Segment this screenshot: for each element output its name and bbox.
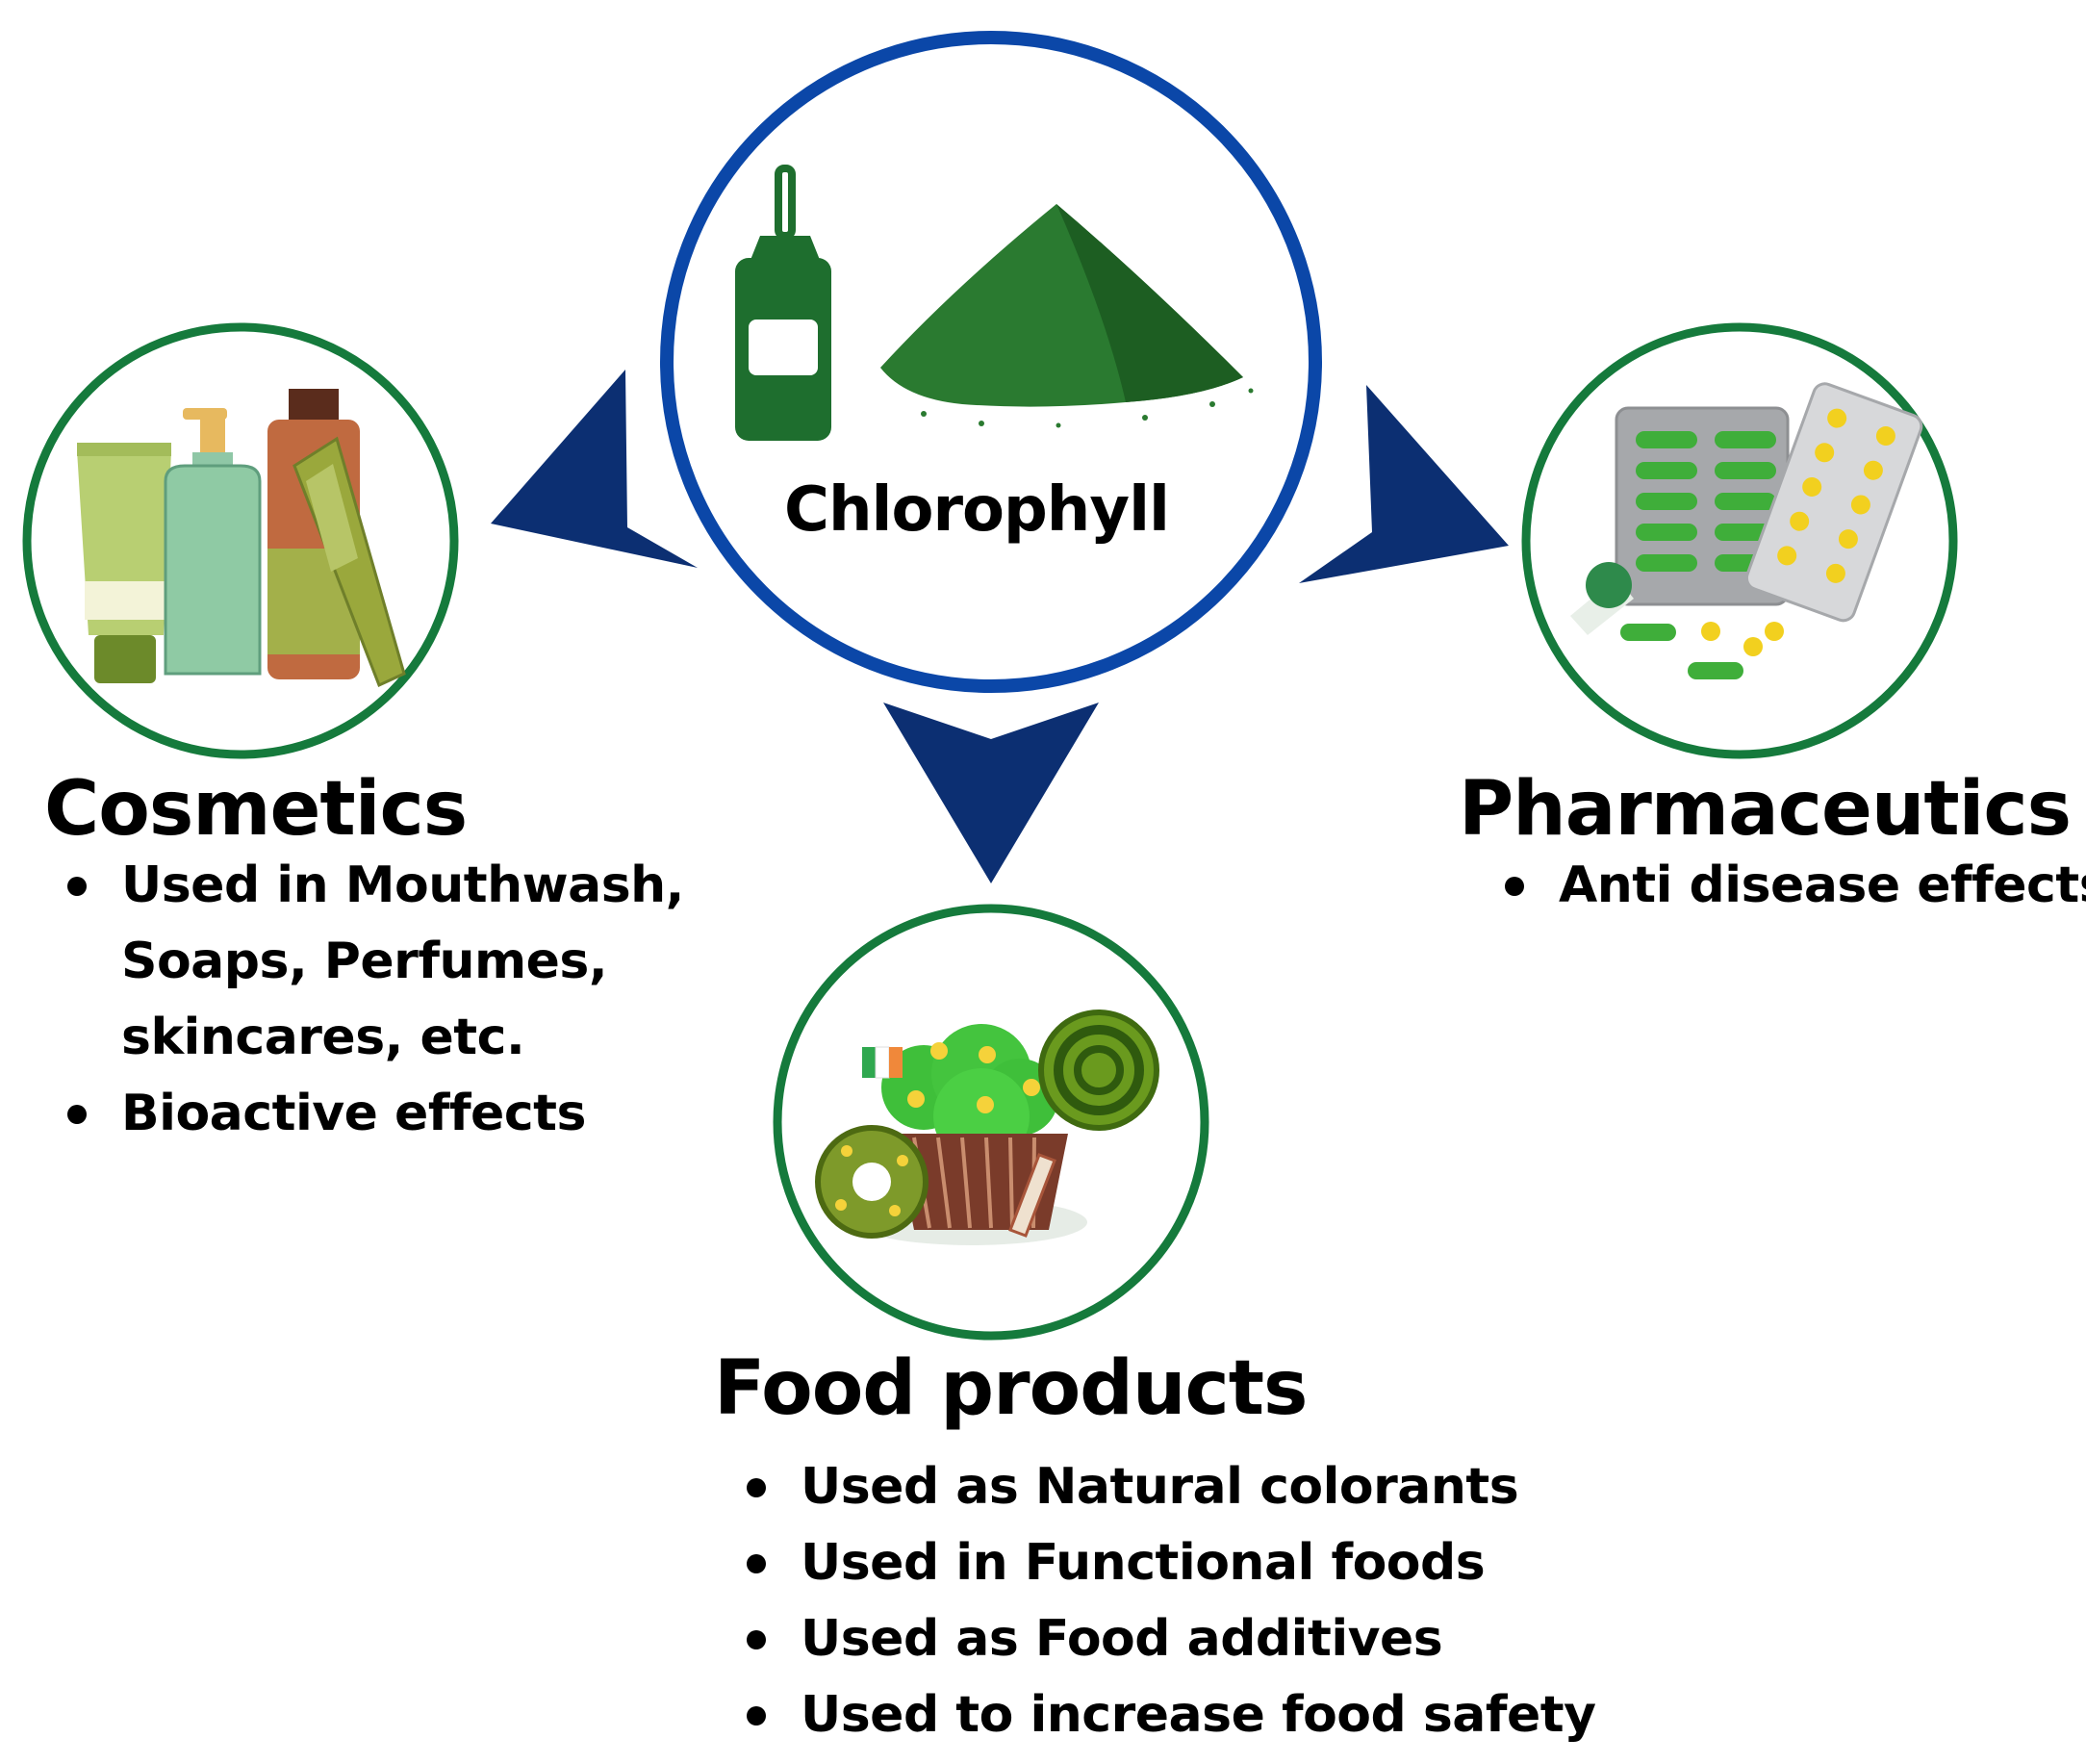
list-item: Used in Mouthwash, — [52, 848, 684, 924]
arrow-down — [883, 703, 1099, 883]
list-item: Bioactive effects — [52, 1076, 684, 1152]
list-item: Soaps, Perfumes, — [52, 924, 684, 1000]
list-item: Used to increase food safety — [731, 1677, 1596, 1753]
cosmetics-bottles-icon — [77, 389, 406, 688]
list-item: Used as Food additives — [731, 1601, 1596, 1677]
cosmetics-bullets: Used in Mouthwash, Soaps, Perfumes, skin… — [52, 848, 684, 1152]
sweets-icon — [815, 1010, 1159, 1245]
list-item-continuation: Soaps, Perfumes, — [121, 933, 608, 990]
list-item: Anti disease effects — [1489, 848, 2086, 924]
list-item-continuation: skincares, etc. — [121, 1009, 525, 1066]
powder-pile-icon — [880, 204, 1254, 428]
arrow-right — [1299, 385, 1509, 583]
center-label: Chlorophyll — [784, 474, 1170, 546]
pharmaceutics-bullets: Anti disease effects — [1489, 848, 2086, 924]
cosmetics-title: Cosmetics — [44, 766, 468, 853]
food-bullets: Used as Natural colorants Used in Functi… — [731, 1449, 1596, 1753]
arrow-left — [491, 370, 698, 568]
list-item: Used as Natural colorants — [731, 1449, 1596, 1525]
pills-blister-icon — [1570, 382, 1923, 679]
food-title: Food products — [714, 1345, 1308, 1432]
pharmaceutics-title: Pharmaceutics — [1459, 766, 2072, 853]
bottle-icon — [735, 165, 831, 441]
list-item: skincares, etc. — [52, 1000, 684, 1076]
list-item: Used in Functional foods — [731, 1525, 1596, 1601]
